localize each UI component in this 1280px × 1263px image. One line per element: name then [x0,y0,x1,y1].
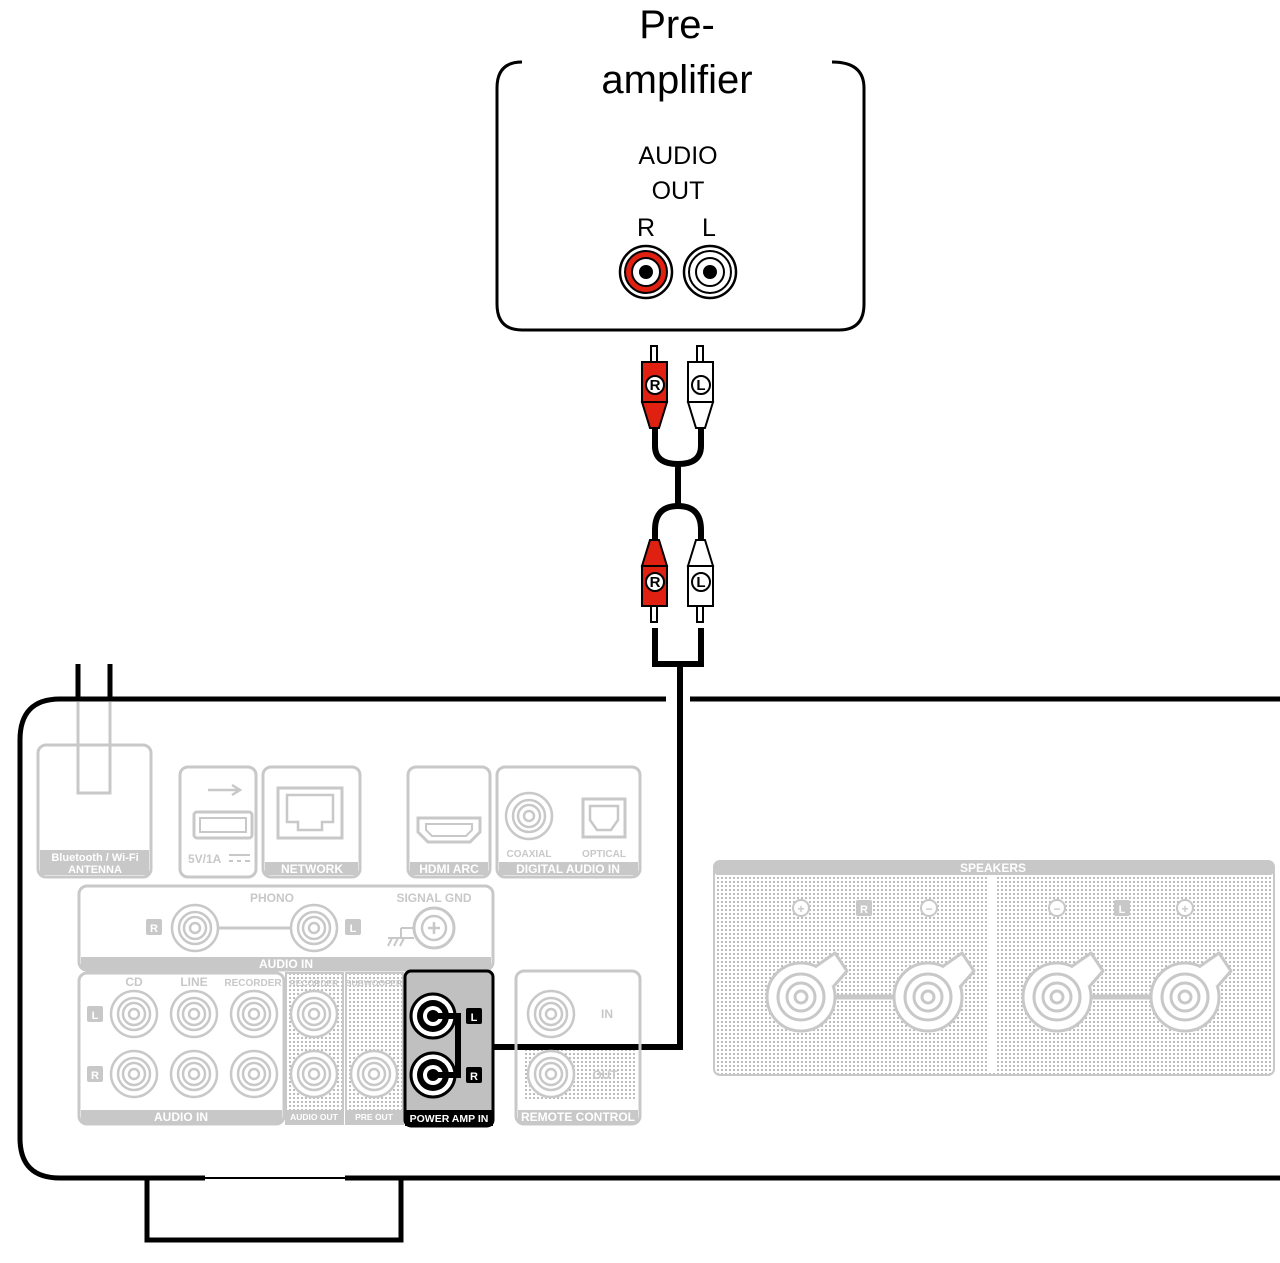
hdmi-arc-label: HDMI ARC [419,862,479,876]
spk-plus-1: + [797,902,804,916]
digital-audio-in-label: DIGITAL AUDIO IN [516,862,620,876]
lower-right-plug: R [640,539,669,623]
phono-l-label: L [350,923,357,935]
lower-left-plug: L [686,539,715,623]
preamp-title-line1: Pre- [639,3,715,47]
optical-label: OPTICAL [582,849,626,860]
upper-left-plug-label: L [696,377,705,394]
phono-section: PHONO SIGNAL GND R L AUDIO IN [77,884,495,972]
antenna-label-line1: Bluetooth / Wi-Fi [51,852,138,864]
preamp-left-label: L [702,214,716,242]
chassis-foot [144,1178,404,1243]
line-label: LINE [180,975,207,989]
audio-out-label: AUDIO OUT [290,1112,339,1122]
chassis-outline [17,696,1280,1181]
remote-control-label: REMOTE CONTROL [521,1110,635,1124]
preamp-box [495,60,866,332]
upper-left-plug: L [686,345,715,429]
antenna-label-line2: ANTENNA [68,864,122,876]
power-amp-in-section: L R POWER AMP IN [403,969,495,1128]
speakers-section: SPEAKERS + R − − L + [713,860,1275,1076]
antenna: Bluetooth / Wi-Fi ANTENNA [36,664,153,879]
speakers-label: SPEAKERS [960,861,1026,875]
rear-panel: Bluetooth / Wi-Fi ANTENNA 5V/1A NETWORK [17,664,1280,1243]
audio-out-section: RECORDER AUDIO OUT [285,972,344,1125]
pre-out-section: SUBWOOFER PRE OUT [345,972,404,1125]
spk-minus-1: − [925,902,932,916]
subwoofer-label: SUBWOOFER [346,978,402,988]
cable-into-power-amp-in [433,1013,461,1078]
phono-group-label: AUDIO IN [259,957,313,971]
phono-label: PHONO [250,891,294,905]
cd-label: CD [125,975,143,989]
signal-gnd-label: SIGNAL GND [396,891,471,905]
phono-r-label: R [150,923,158,935]
coaxial-label: COAXIAL [507,849,552,860]
in-l-label: L [92,1010,99,1022]
spk-plus-2: + [1181,902,1188,916]
preamp-right-label: R [637,214,655,242]
spk-l-label: L [1119,904,1126,916]
preamp-right-jack [618,244,674,300]
spk-minus-2: − [1053,902,1060,916]
recorder-in-label: RECORDER [224,978,282,989]
preamplifier: Pre- amplifier AUDIO OUT R L [495,3,866,332]
rca-cable: R L R L [460,345,715,1050]
audio-out-label-line1: AUDIO [638,142,717,170]
remote-control-section: IN OUT REMOTE CONTROL [514,969,642,1126]
digital-audio-in: COAXIAL OPTICAL DIGITAL AUDIO IN [495,765,642,879]
usb-port: 5V/1A [178,765,258,879]
power-amp-in-l-label: L [471,1012,478,1024]
network-label: NETWORK [281,862,343,876]
audio-in-section: CD LINE RECORDER L R AUDIO IN [77,971,286,1126]
lower-right-plug-label: R [650,574,661,591]
upper-right-plug: R [640,345,669,429]
audio-in-group-label: AUDIO IN [154,1110,208,1124]
spk-r-label: R [860,904,868,916]
power-amp-in-r-label: R [470,1071,478,1083]
remote-out-label: OUT [592,1068,618,1082]
hdmi-arc-port: HDMI ARC [406,765,492,879]
remote-in-label: IN [601,1007,613,1021]
network-port: NETWORK [261,765,362,879]
usb-power-label: 5V/1A [188,852,222,866]
upper-right-plug-label: R [650,377,661,394]
lower-left-plug-label: L [696,574,705,591]
preamp-left-jack [682,244,738,300]
in-r-label: R [91,1070,99,1082]
pre-out-label: PRE OUT [355,1112,394,1122]
recorder-out-label: RECORDER [290,978,339,988]
preamp-title-line2: amplifier [601,58,752,102]
audio-out-label-line2: OUT [652,177,705,205]
power-amp-in-label: POWER AMP IN [410,1113,489,1125]
